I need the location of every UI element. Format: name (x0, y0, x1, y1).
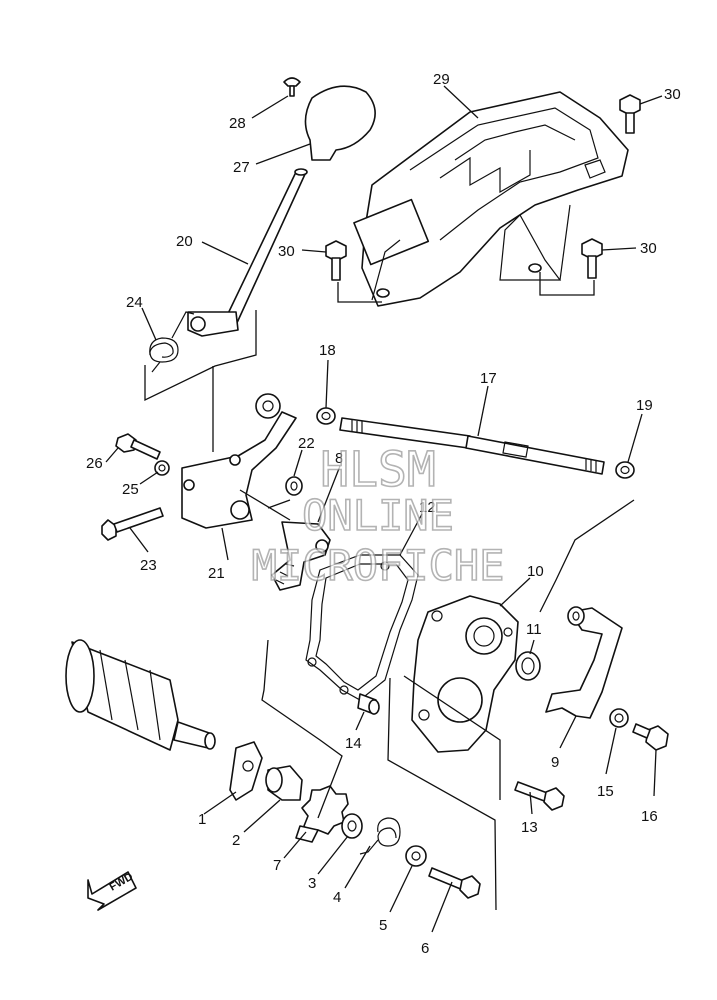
part-22-washer (285, 476, 303, 496)
part-30-bolt-right (581, 238, 603, 279)
callout-30-left: 30 (278, 243, 295, 260)
part-9-shift-arm (545, 606, 623, 719)
callout-2: 2 (232, 832, 240, 849)
part-2-collar (265, 765, 303, 801)
callout-24: 24 (126, 294, 143, 311)
callout-9: 9 (551, 754, 559, 771)
callout-22: 22 (298, 435, 315, 452)
callout-16: 16 (641, 808, 658, 825)
part-30-bolt-left (325, 240, 347, 281)
callout-19: 19 (636, 397, 653, 414)
part-12-gasket (305, 554, 419, 701)
callout-21: 21 (208, 565, 225, 582)
callout-14: 14 (345, 735, 362, 752)
fwd-arrow-icon: FWD (87, 871, 137, 911)
part-17-shift-rod (339, 417, 605, 475)
part-24-spring (149, 311, 195, 373)
part-6-bolt (428, 867, 481, 899)
callout-10: 10 (527, 563, 544, 580)
callout-15: 15 (597, 783, 614, 800)
part-11-bearing (515, 651, 541, 681)
callout-1: 1 (198, 811, 206, 828)
callout-8: 8 (335, 450, 343, 467)
callout-30-right: 30 (640, 240, 657, 257)
part-25-washer (154, 460, 170, 476)
part-15-washer (609, 708, 629, 728)
part-26-bolt (115, 433, 161, 460)
part-23-bolt (101, 507, 164, 541)
callout-11: 11 (526, 621, 542, 638)
part-27-knob (304, 85, 376, 161)
callout-17: 17 (480, 370, 497, 387)
callout-13: 13 (521, 819, 538, 836)
watermark-line-2: ONLINE (302, 491, 454, 540)
callout-20: 20 (176, 233, 193, 250)
part-30-bolt-top (619, 94, 641, 134)
callout-7: 7 (273, 857, 281, 874)
callout-labels: 1 2 3 4 5 6 7 8 9 10 11 12 13 14 15 16 1 (86, 71, 681, 957)
callout-18: 18 (319, 342, 336, 359)
callout-5: 5 (379, 917, 387, 934)
callout-28: 28 (229, 115, 246, 132)
callout-25: 25 (122, 481, 139, 498)
part-4-spring (359, 817, 401, 855)
part-1-plate (229, 741, 263, 801)
part-14-dowel (357, 693, 380, 715)
callout-26: 26 (86, 455, 103, 472)
part-21-shift-arm (181, 393, 297, 529)
part-8-sector (271, 521, 331, 591)
callout-27: 27 (233, 159, 250, 176)
part-19-nut (615, 461, 635, 479)
part-18-nut (316, 407, 336, 425)
part-3-washer (341, 813, 363, 839)
part-10-cover (411, 595, 519, 753)
callout-6: 6 (421, 940, 429, 957)
callout-3: 3 (308, 875, 316, 892)
part-16-bolt (632, 723, 669, 751)
callout-23: 23 (140, 557, 157, 574)
watermark: HLSM ONLINE MICROFICHE (251, 441, 505, 591)
callout-4: 4 (333, 889, 341, 906)
watermark-line-1: HLSM (320, 442, 436, 498)
callout-30-top: 30 (664, 86, 681, 103)
part-20-lever (187, 168, 308, 337)
part-5-washer (405, 845, 427, 867)
part-28-screw (283, 77, 301, 97)
shift-drum (65, 639, 216, 751)
part-13-bolt (514, 781, 565, 811)
part-29-cover (353, 91, 629, 307)
watermark-line-3: MICROFICHE (252, 541, 505, 590)
callout-29: 29 (433, 71, 450, 88)
callout-12: 12 (419, 499, 436, 516)
